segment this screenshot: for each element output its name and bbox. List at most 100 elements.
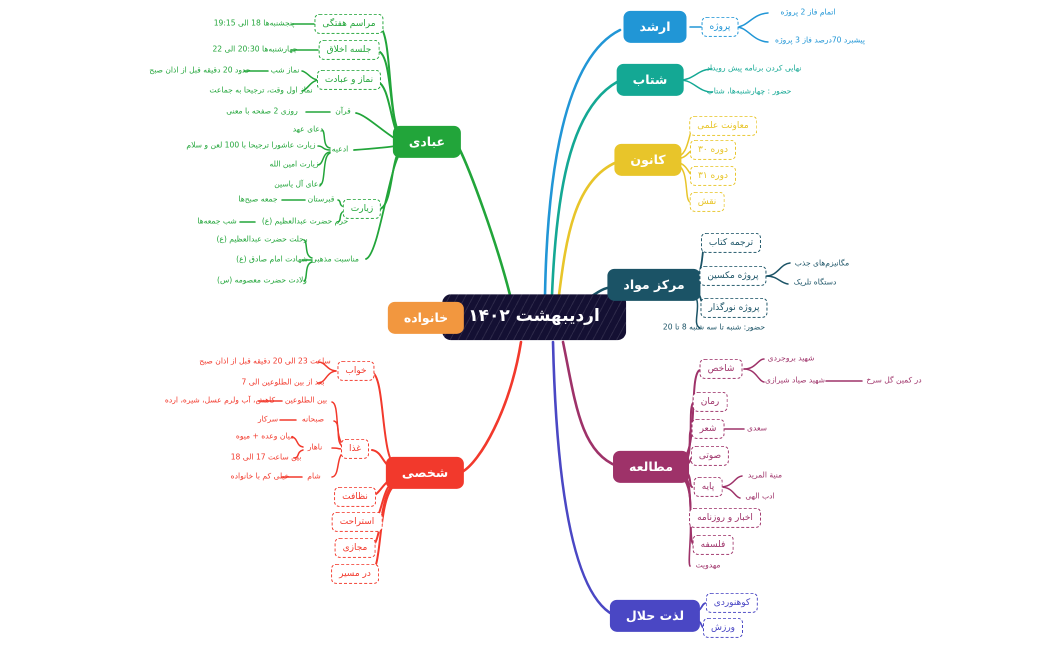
node-sh-c1[interactable]: خواب: [337, 360, 375, 382]
node-mot-c4[interactable]: صوتی: [690, 445, 730, 467]
node-label: قرآن: [335, 106, 351, 116]
node-root[interactable]: اردیبهشت ۱۴۰۲: [442, 294, 626, 340]
node-label: شب جمعه‌ها: [197, 216, 237, 226]
node-eb-c3[interactable]: نماز و عبادت: [316, 69, 382, 91]
node-label: مگانیزم‌های جذب: [794, 258, 850, 268]
node-b-kanoon[interactable]: کانون: [614, 143, 682, 177]
node-b-shetab[interactable]: شتاب: [616, 63, 684, 97]
node-kanoon-c2[interactable]: دوره ۳۰: [690, 139, 736, 161]
node-sh-c3[interactable]: نظافت: [334, 486, 376, 508]
node-eb-c5c: زیارت امین الله: [268, 160, 321, 170]
node-mot-c1[interactable]: شاخص: [699, 358, 743, 380]
node-label: فلسفه: [700, 539, 726, 550]
node-kanoon-c4[interactable]: نقش: [689, 191, 725, 213]
node-eb-c6[interactable]: زیارت: [342, 198, 382, 220]
node-mot-c8: مهدویت: [694, 561, 723, 571]
node-label: حضور: شنبه تا سه شنبه 8 تا 20: [662, 322, 766, 332]
node-sh-c2c: ناهار: [306, 443, 324, 453]
node-label: پروژه مکسین: [707, 270, 759, 281]
node-label: نظافت: [342, 491, 368, 502]
connector-arshad-proje-to-arshad-l2: [735, 26, 769, 43]
node-sh-c2[interactable]: غذا: [341, 438, 369, 460]
node-shetab-l2: حضور : چهارشنبه‌ها، شتاب: [705, 87, 794, 97]
node-label: نقش: [697, 196, 717, 207]
node-eb-c2[interactable]: جلسه اخلاق: [318, 39, 380, 61]
node-b-arshad[interactable]: ارشد: [623, 10, 687, 44]
node-label: شهادت امام صادق (ع): [236, 254, 308, 264]
node-label: چهارشنبه‌ها 20:30 الی 22: [212, 44, 298, 54]
node-sh-c5[interactable]: مجازی: [334, 537, 376, 559]
node-b-motaleeh[interactable]: مطالعه: [613, 450, 689, 484]
node-b-ebadi[interactable]: عبادی: [392, 125, 462, 159]
node-eb-c1[interactable]: مراسم هفتگی: [314, 13, 384, 35]
node-label: استراحت: [339, 516, 375, 527]
node-label: نماز اول وقت، ترجیحا به جماعت: [209, 85, 313, 95]
node-label: ورزش: [710, 622, 736, 633]
node-eb-c3a: نماز شب: [269, 65, 302, 76]
node-label: جلسه اخلاق: [326, 44, 372, 55]
node-markaz-c2[interactable]: پروژه مکسین: [699, 265, 767, 287]
node-label: مطالعه: [629, 458, 673, 474]
node-mot-c7[interactable]: فلسفه: [692, 534, 734, 556]
node-eb-c7c: ولادت حضرت معصومه (س): [215, 276, 309, 286]
node-sh-c4[interactable]: استراحت: [331, 511, 383, 533]
node-markaz-c1[interactable]: ترجمه کتاب: [700, 232, 762, 254]
node-b-shakhsi[interactable]: شخصی: [385, 456, 465, 490]
node-sh-c2d: شام: [305, 472, 322, 482]
node-mot-c1b1: در کمین گل سرخ: [864, 376, 923, 386]
node-kanoon-c1[interactable]: معاونت علمی: [689, 115, 757, 137]
node-arshad-l2: پیشبرد 70درصد فاز 3 پروژه: [773, 36, 867, 46]
node-label: نهایی کردن برنامه پیش رویداد: [706, 63, 802, 73]
node-label: بین الطلوعین: [284, 395, 328, 405]
node-mot-c2[interactable]: رمان: [692, 391, 728, 413]
node-label: کانون: [630, 151, 666, 167]
node-label: حدود 20 دقیقه قبل از اذان صبح: [149, 65, 251, 75]
node-markaz-c3[interactable]: پروژه نورگذار: [700, 297, 768, 319]
node-label: میان وعده + میوه: [235, 431, 295, 441]
node-mot-c3[interactable]: شعر: [691, 418, 725, 440]
node-label: اخبار و روزنامه: [697, 512, 753, 523]
connector-markaz-c2-to-markaz-c2a: [765, 262, 791, 277]
connector-b-shakhsi-to-sh-c1: [371, 371, 399, 469]
node-label: معاونت علمی: [697, 120, 749, 131]
node-mot-c5[interactable]: پایه: [693, 476, 723, 498]
connector-sh-c2-to-sh-c2a: [331, 401, 345, 446]
node-label: لذت حلال: [625, 607, 685, 623]
node-label: دعای عهد: [292, 124, 324, 134]
node-mot-c5b: ادب الهی: [743, 492, 776, 502]
node-label: پایه: [701, 481, 715, 492]
node-lezzat-c2[interactable]: ورزش: [702, 617, 744, 639]
connector-mot-c5-to-mot-c5b: [719, 486, 741, 499]
node-label: اردیبهشت ۱۴۰۲: [468, 306, 600, 327]
node-lezzat-c1[interactable]: کوهنوردی: [705, 592, 759, 614]
node-label: کوهنوردی: [713, 597, 751, 608]
node-b-khanevadeh[interactable]: خانواده: [387, 301, 465, 335]
node-sh-c2c1: میان وعده + میوه: [234, 431, 296, 442]
node-mot-c1a: شهید بروجردی: [766, 354, 817, 364]
node-sh-c2d1: خیلی کم با خانواده: [229, 472, 292, 482]
node-mot-c5a: منیة المرید: [746, 471, 784, 481]
node-label: خواب: [345, 365, 367, 376]
node-arshad-proje[interactable]: پروژه: [701, 16, 739, 38]
node-sh-c2a1: کاهش، آب ولرم عسل، شیره، ارده: [163, 396, 277, 406]
node-label: دعای آل یاسین: [274, 179, 322, 189]
node-mot-c3a: سعدی: [745, 424, 769, 434]
node-label: دوره ۳۰: [698, 144, 728, 155]
node-eb-c5a: دعای عهد: [291, 124, 326, 135]
node-mot-c6[interactable]: اخبار و روزنامه: [689, 507, 761, 529]
node-label: نماز شب: [270, 65, 300, 75]
connector-mot-c5-to-mot-c5a: [719, 475, 743, 488]
node-b-markaz[interactable]: مرکز مواد: [607, 268, 701, 302]
node-label: دستگاه تلریک: [793, 277, 837, 287]
node-eb-c4: قرآن: [333, 106, 353, 117]
node-label: عبادی: [408, 133, 446, 149]
node-label: ساعت 23 الی 20 دقیقه قبل از اذان صبح: [199, 356, 331, 366]
node-sh-c6[interactable]: در مسیر: [331, 563, 379, 585]
node-label: شتاب: [632, 71, 668, 87]
node-b-lezzat[interactable]: لذت حلال: [609, 599, 701, 633]
node-label: پروژه نورگذار: [708, 302, 760, 313]
connector-mot-c1-to-mot-c1b: [743, 368, 765, 383]
node-kanoon-c3[interactable]: دوره ۳۱: [690, 165, 736, 187]
node-eb-c6b1: شب جمعه‌ها: [195, 216, 238, 227]
